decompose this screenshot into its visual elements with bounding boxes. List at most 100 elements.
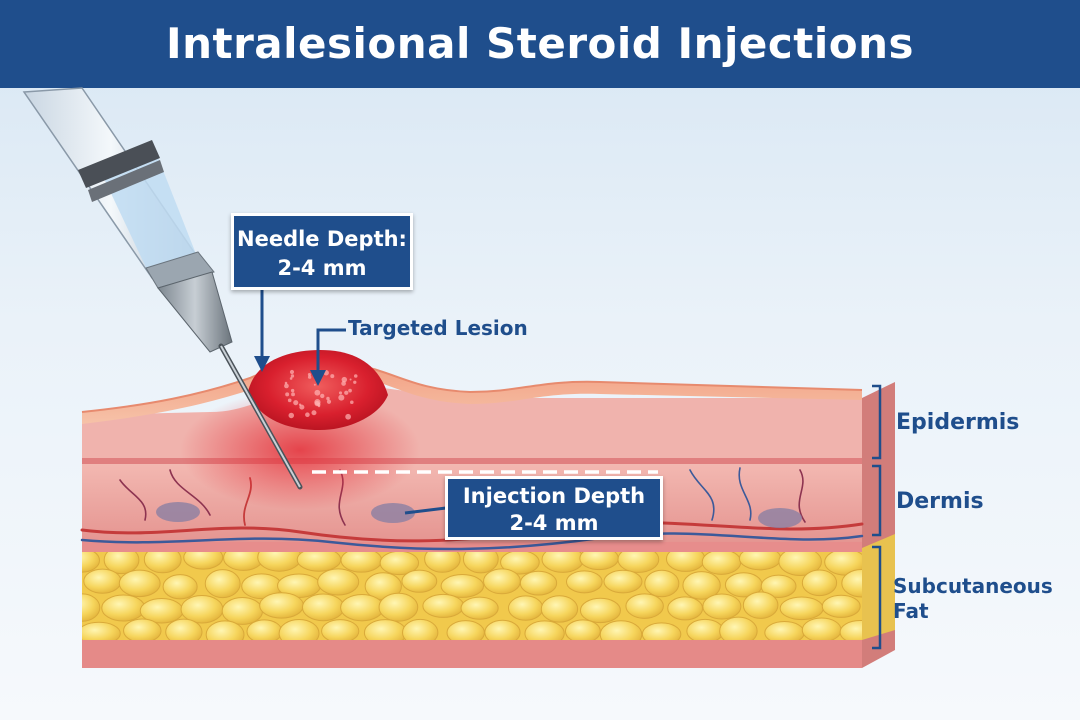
fat-cell-icon [641, 622, 682, 640]
lesion-speckle [284, 383, 289, 389]
fat-cell-icon [508, 595, 544, 621]
targeted-lesion-label: Targeted Lesion [348, 316, 528, 340]
fat-cell-icon [422, 593, 465, 618]
lesion-speckle [289, 369, 295, 375]
fat-cell-icon [617, 548, 660, 573]
lesion-speckle [353, 374, 358, 378]
fat-label-line2: Fat [893, 599, 929, 623]
fat-cell-icon [719, 616, 758, 640]
dermis-label: Dermis [896, 489, 984, 514]
block-side-fat [862, 534, 895, 640]
fat-cell-icon [686, 618, 724, 640]
fat-cell-icon [402, 618, 439, 640]
fat-cell-icon [301, 593, 345, 622]
lesion-speckle [307, 372, 311, 377]
page-title: Intralesional Steroid Injections [165, 19, 915, 68]
fat-cell-icon [460, 596, 499, 620]
lesion-speckle [313, 383, 316, 386]
lesion-speckle [349, 378, 352, 381]
layer-brackets [872, 384, 882, 650]
syringe-icon [22, 87, 233, 353]
fat-cell-icon [484, 619, 521, 640]
lesion-speckle [290, 374, 295, 378]
fat-cell-icon [778, 548, 822, 577]
lesion-speckle [289, 377, 293, 380]
fat-cell-icon [204, 569, 241, 599]
needle-depth-label: Needle Depth: [237, 227, 407, 251]
lesion-speckle [293, 400, 299, 406]
needle-depth-arrow [254, 288, 270, 372]
fat-label-line1: Subcutaneous [893, 574, 1053, 598]
lesion-speckle [326, 399, 332, 404]
fat-cell-icon [839, 619, 862, 640]
fat-cell-icon [667, 596, 704, 621]
lesion-speckle [330, 374, 335, 379]
lesion-speckle [284, 381, 288, 385]
fat-cell-icon [143, 548, 182, 574]
follicle [156, 502, 200, 522]
fat-cell-icon [165, 618, 203, 640]
fat-cell-icon [540, 595, 579, 623]
lesion-speckle [341, 376, 348, 383]
lesion-speckle [288, 412, 295, 419]
fat-cell-icon [118, 569, 161, 598]
lesion-speckle [285, 392, 290, 397]
lesion-speckle [307, 375, 312, 379]
fat-cell-icon [246, 619, 283, 640]
lesion-speckle [338, 391, 343, 395]
lesion-speckle [320, 393, 325, 399]
injection-depth-label: Injection Depth [462, 484, 646, 508]
fat-cell-icon [123, 618, 162, 640]
fat-cell-icon [101, 594, 146, 622]
title-banner [0, 0, 1080, 88]
fat-cell-icon [599, 620, 643, 640]
fat-cell-icon [103, 548, 140, 575]
lesion-speckle [290, 388, 295, 393]
fat-cells [82, 548, 862, 640]
fat-cell-icon [205, 620, 245, 640]
fat-cell-icon [519, 570, 558, 596]
follicle [758, 508, 802, 528]
fat-cell-icon [682, 571, 721, 600]
fat-cell-icon [566, 570, 603, 594]
lesion-speckle [291, 392, 295, 397]
fat-cell-icon [82, 548, 100, 573]
fat-cell-icon [779, 596, 824, 621]
lesion-speckle [305, 412, 310, 418]
injection-callout-leader [404, 506, 447, 515]
epidermis-label: Epidermis [896, 410, 1020, 435]
fat-cell-icon [603, 569, 643, 594]
dermis-border [82, 458, 862, 464]
fat-cell-icon [321, 619, 360, 640]
fat-cell-icon [83, 568, 122, 594]
fat-cell-icon [625, 593, 664, 619]
fat-cell-icon [760, 574, 797, 598]
lesion-texture [284, 369, 358, 420]
fat-cell-icon [340, 548, 383, 573]
fat-cell-icon [183, 548, 224, 570]
lesion-speckle [345, 413, 351, 420]
needle-icon [218, 343, 303, 490]
lesion-speckle [350, 400, 354, 405]
follicle [371, 503, 415, 523]
fat-cell-icon [564, 619, 601, 640]
fat-cell-icon [259, 592, 304, 619]
fat-cell-icon [317, 568, 360, 596]
lesion-speckle [344, 390, 349, 395]
fat-cell-icon [702, 593, 742, 620]
fat-cell-icon [82, 593, 101, 622]
lesion-speckle [298, 403, 302, 406]
fat-cell-icon [440, 574, 485, 598]
fat-cell-icon [462, 548, 499, 574]
needle-depth-callout: Needle Depth: 2-4 mm [231, 213, 413, 290]
fat-cell-icon [401, 569, 438, 593]
injection-depth-callout: Injection Depth 2-4 mm [445, 476, 663, 540]
fat-cell-icon [801, 617, 842, 640]
fat-cell-icon [524, 620, 565, 640]
lesion-speckle [326, 396, 330, 401]
lesion-speckle [314, 389, 321, 396]
fat-cell-icon [82, 621, 121, 640]
lesion-speckle [287, 398, 292, 403]
injection-depth-value: 2-4 mm [509, 511, 599, 535]
